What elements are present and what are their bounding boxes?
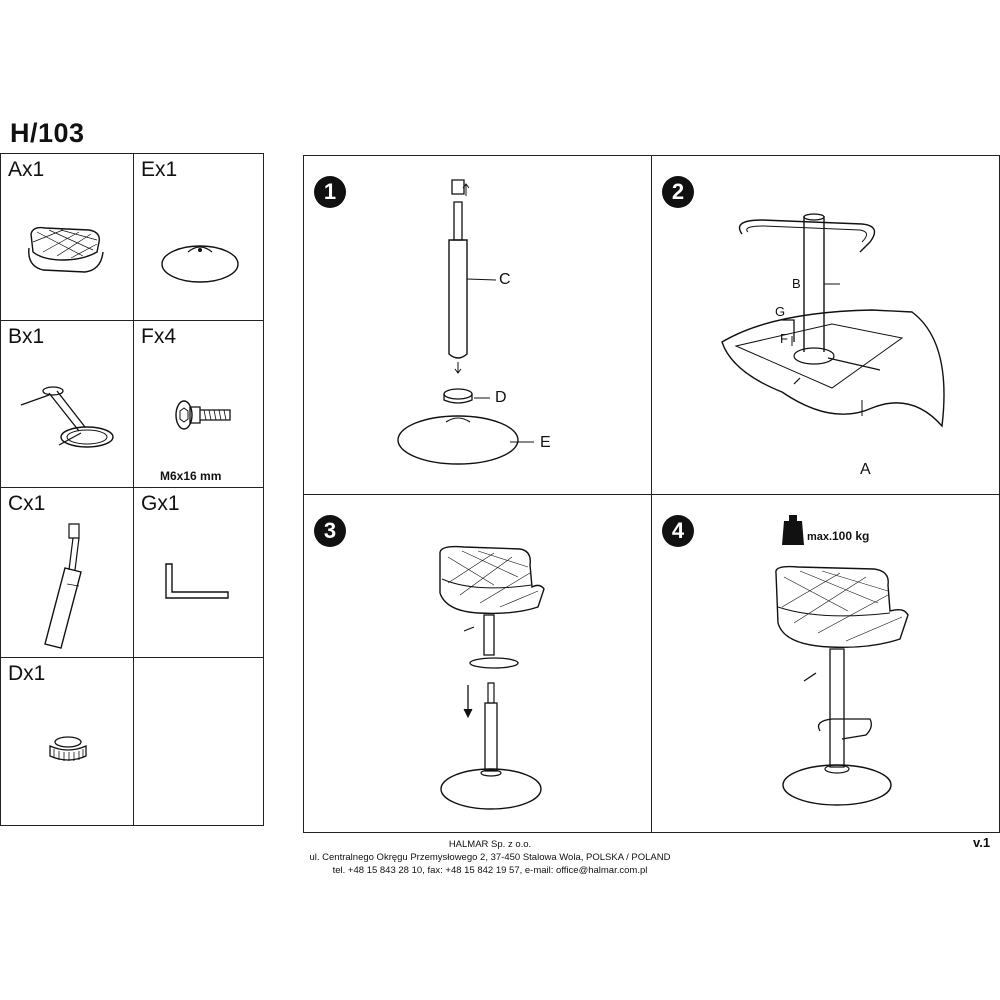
max-load-prefix: max. <box>807 531 833 543</box>
step-3-badge: 3 <box>314 515 346 547</box>
footrest-column-icon <box>19 381 119 461</box>
part-label-d: Dx1 <box>8 662 46 685</box>
callout-d: D <box>495 389 507 406</box>
nut-icon <box>47 734 89 761</box>
callout-f: F <box>780 331 788 346</box>
callout-e: E <box>540 434 551 451</box>
step-4-panel: 4 max. 100 kg <box>651 494 1000 833</box>
step-3-panel: 3 <box>303 494 652 833</box>
callout-c: C <box>499 271 511 288</box>
part-cell-d: Dx1 <box>0 657 134 826</box>
step-2-badge: 2 <box>662 176 694 208</box>
step-4-badge: 4 <box>662 515 694 547</box>
part-cell-c: Cx1 <box>0 487 134 658</box>
document-title: H/103 <box>10 118 85 148</box>
step-1-panel: 1 C D E <box>303 155 652 495</box>
callout-g: G <box>775 304 786 319</box>
footer-company: HALMAR Sp. z o.o. <box>448 839 532 850</box>
step-2-panel: 2 B G F A <box>651 155 1000 495</box>
assembly-steps: 1 C D E 2 <box>303 155 1000 833</box>
bolt-icon <box>174 397 234 433</box>
base-plate-icon <box>160 240 240 286</box>
part-label-g: Gx1 <box>141 492 180 515</box>
callout-b: B <box>792 276 801 291</box>
part-cell-a: Ax1 <box>0 153 134 321</box>
part-label-b: Bx1 <box>8 325 45 348</box>
step-4-drawing <box>770 563 920 813</box>
step-2-drawing <box>712 212 992 482</box>
callout-a: A <box>860 461 871 478</box>
part-label-a: Ax1 <box>8 158 45 181</box>
step-1-badge: 1 <box>314 176 346 208</box>
version-label: v.1 <box>973 835 991 850</box>
parts-list: Ax1 Ex1 Bx1 Fx4 <box>0 153 264 826</box>
part-cell-g: Gx1 <box>133 487 264 658</box>
allen-key-icon <box>162 562 232 602</box>
weight-icon <box>782 515 804 545</box>
part-cell-empty <box>133 657 264 826</box>
bolt-size-note: M6x16 mm <box>160 469 222 483</box>
part-label-c: Cx1 <box>8 492 46 515</box>
footer-contact: tel. +48 15 843 28 10, fax: +48 15 842 1… <box>332 865 648 876</box>
step-1-drawing <box>394 174 574 474</box>
part-cell-b: Bx1 <box>0 320 134 488</box>
part-label-f: Fx4 <box>141 325 177 348</box>
footer-address: ul. Centralnego Okręgu Przemysłowego 2, … <box>309 852 671 863</box>
part-cell-e: Ex1 <box>133 153 264 321</box>
part-label-e: Ex1 <box>141 158 178 181</box>
gas-lift-icon <box>39 524 89 654</box>
max-load-value: 100 kg <box>832 529 870 543</box>
seat-shell-icon <box>23 222 113 282</box>
footer: HALMAR Sp. z o.o. ul. Centralnego Okręgu… <box>290 838 690 877</box>
step-3-drawing <box>434 543 554 813</box>
part-cell-f: Fx4 M6x16 mm <box>133 320 264 488</box>
